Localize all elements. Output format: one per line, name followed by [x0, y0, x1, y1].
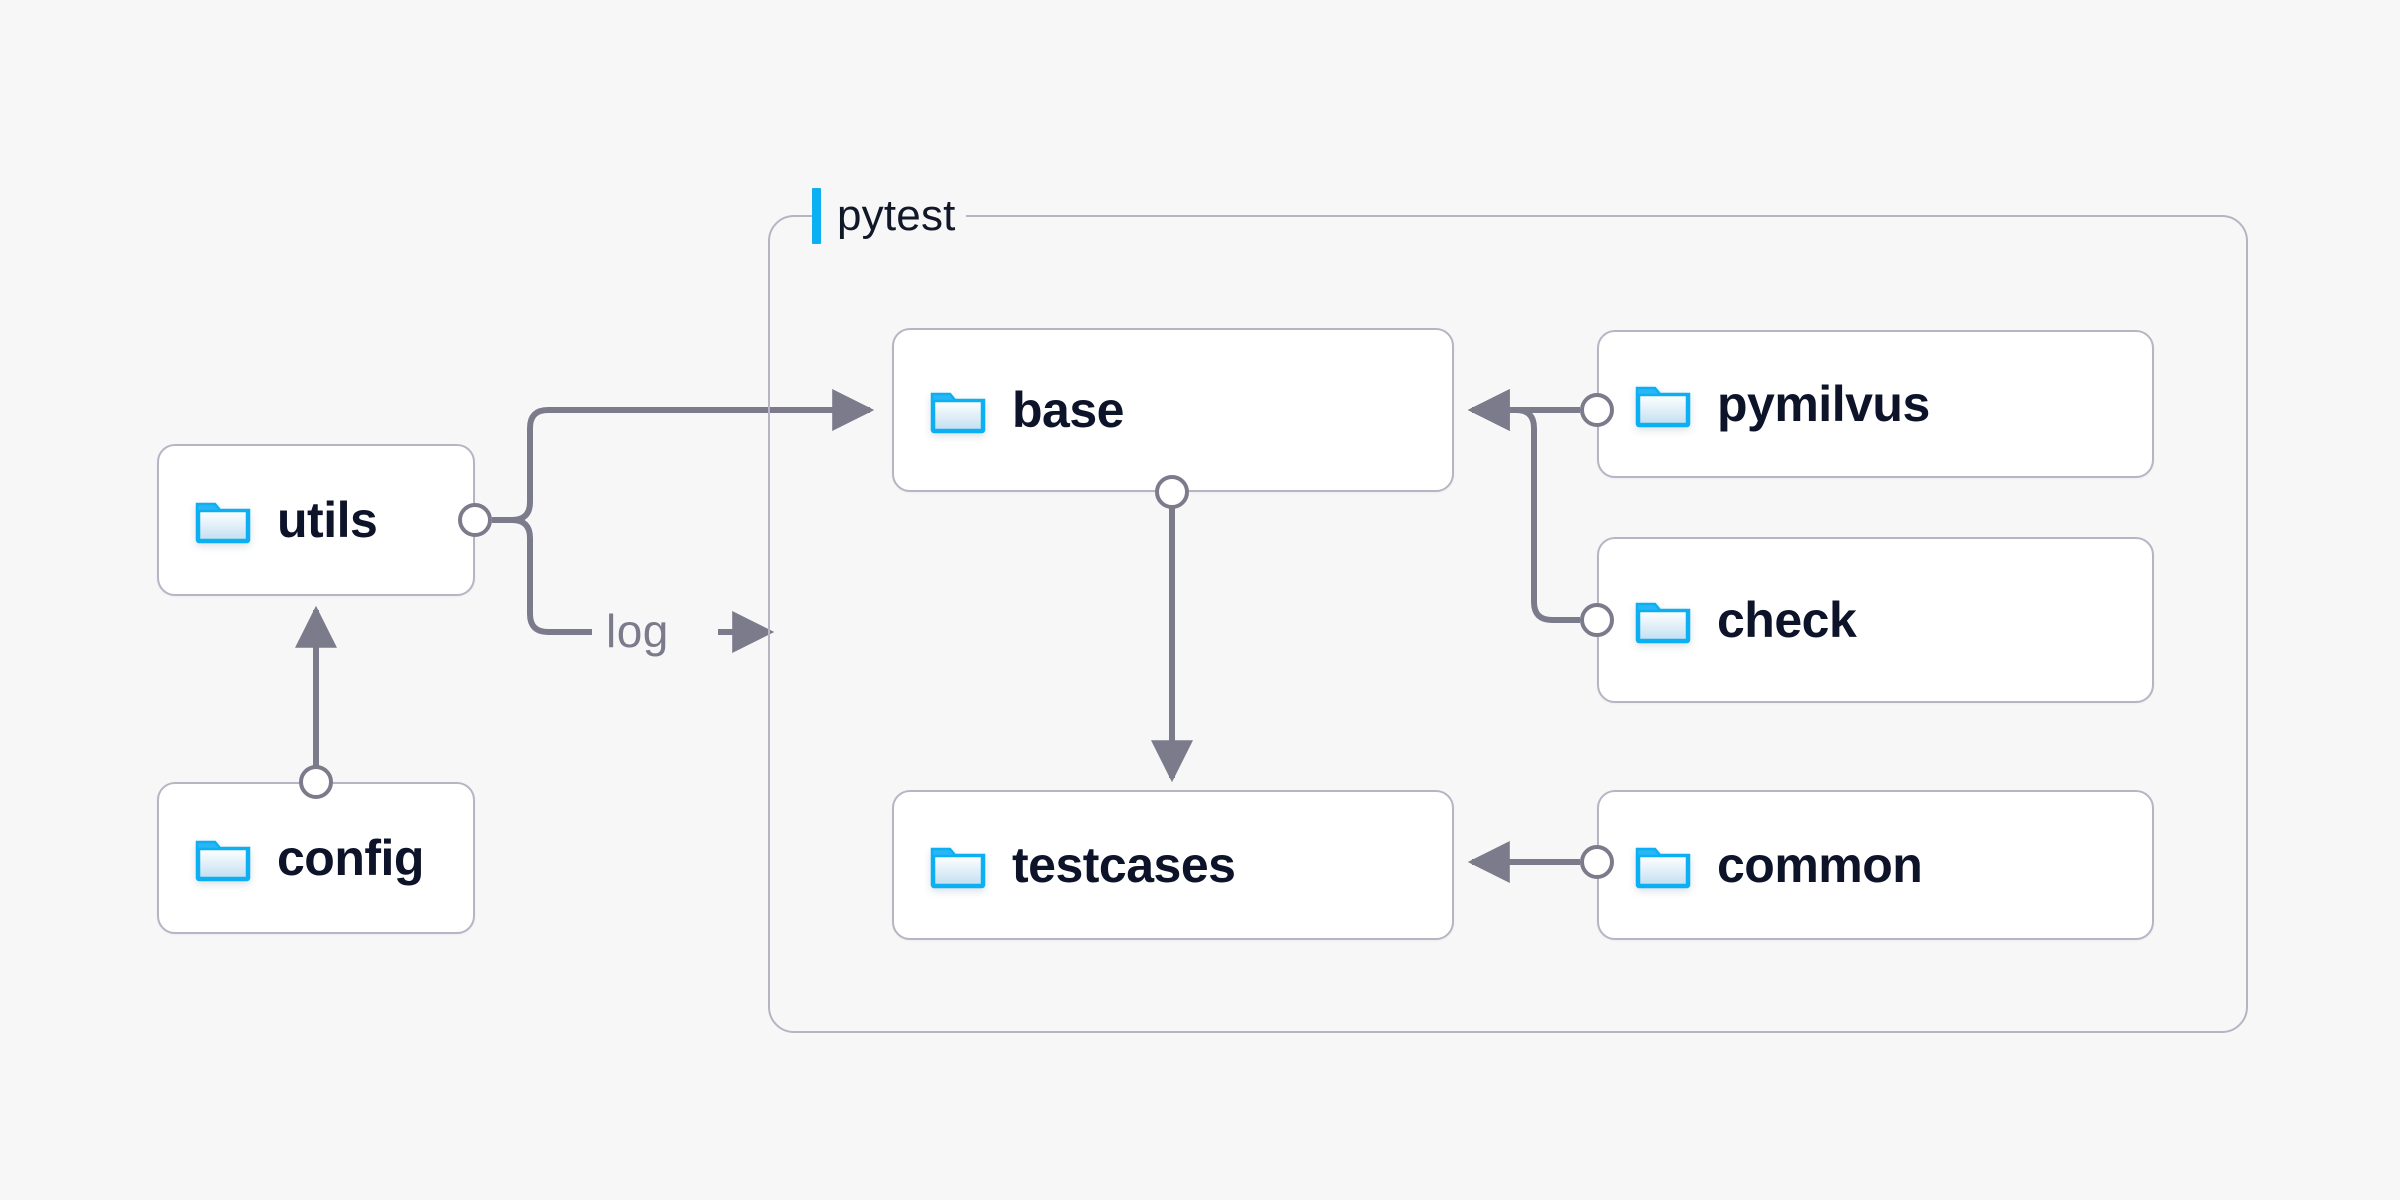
folder-icon: [195, 502, 251, 544]
folder-icon: [1635, 602, 1691, 644]
node-label: utils: [277, 492, 378, 548]
folder-icon: [1635, 386, 1691, 428]
accent-bar-icon: [812, 188, 821, 244]
group-pytest[interactable]: [768, 215, 2248, 1033]
port-check-left[interactable]: [1580, 603, 1614, 637]
group-pytest-label: pytest: [812, 188, 966, 244]
node-label: pymilvus: [1717, 376, 1930, 432]
node-label: base: [1012, 382, 1124, 438]
port-common-left[interactable]: [1580, 845, 1614, 879]
node-check[interactable]: check: [1597, 537, 2154, 703]
node-common[interactable]: common: [1597, 790, 2154, 940]
node-label: testcases: [1012, 837, 1236, 893]
folder-icon: [195, 840, 251, 882]
folder-icon: [930, 392, 986, 434]
port-utils-right[interactable]: [458, 503, 492, 537]
port-config-top[interactable]: [299, 765, 333, 799]
node-testcases[interactable]: testcases: [892, 790, 1454, 940]
edge-label-log: log: [598, 604, 677, 658]
node-label: common: [1717, 837, 1923, 893]
node-utils[interactable]: utils: [157, 444, 475, 596]
node-base[interactable]: base: [892, 328, 1454, 492]
port-base-bottom[interactable]: [1155, 475, 1189, 509]
folder-icon: [930, 847, 986, 889]
port-pymilvus-left[interactable]: [1580, 393, 1614, 427]
node-label: config: [277, 830, 424, 886]
node-config[interactable]: config: [157, 782, 475, 934]
node-label: check: [1717, 592, 1857, 648]
folder-icon: [1635, 847, 1691, 889]
group-title: pytest: [837, 191, 956, 240]
node-pymilvus[interactable]: pymilvus: [1597, 330, 2154, 478]
